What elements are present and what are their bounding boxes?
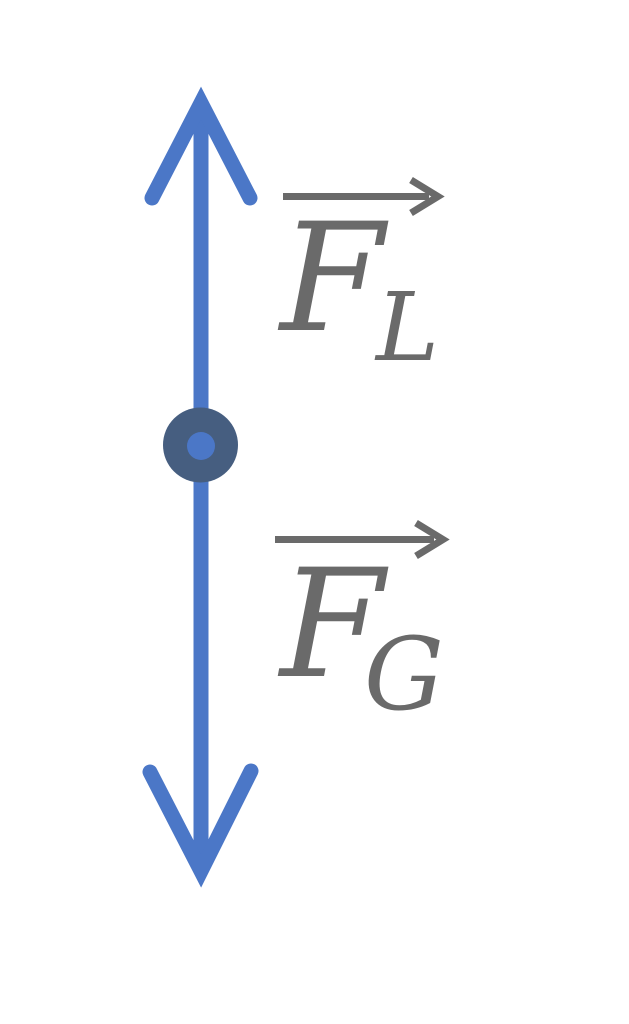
up-arrowhead-icon bbox=[144, 86, 258, 206]
down-arrowhead-icon bbox=[142, 763, 259, 888]
lift-force-subscript: L bbox=[376, 273, 440, 383]
gravity-vector-arrowhead bbox=[414, 520, 450, 559]
center-point-dot bbox=[187, 432, 215, 460]
gravity-force-subscript: G bbox=[364, 616, 444, 733]
lift-vector-arrowhead bbox=[409, 177, 445, 216]
lift-vector-arrow-icon bbox=[283, 177, 445, 216]
gravity-vector-arrow-icon bbox=[275, 520, 450, 559]
gravity-force-symbol: F bbox=[280, 538, 385, 712]
lift-force-label: F L bbox=[280, 204, 460, 384]
lift-force-symbol: F bbox=[280, 192, 385, 366]
gravity-force-label: F G bbox=[280, 550, 460, 730]
vertical-force-line bbox=[142, 86, 259, 888]
